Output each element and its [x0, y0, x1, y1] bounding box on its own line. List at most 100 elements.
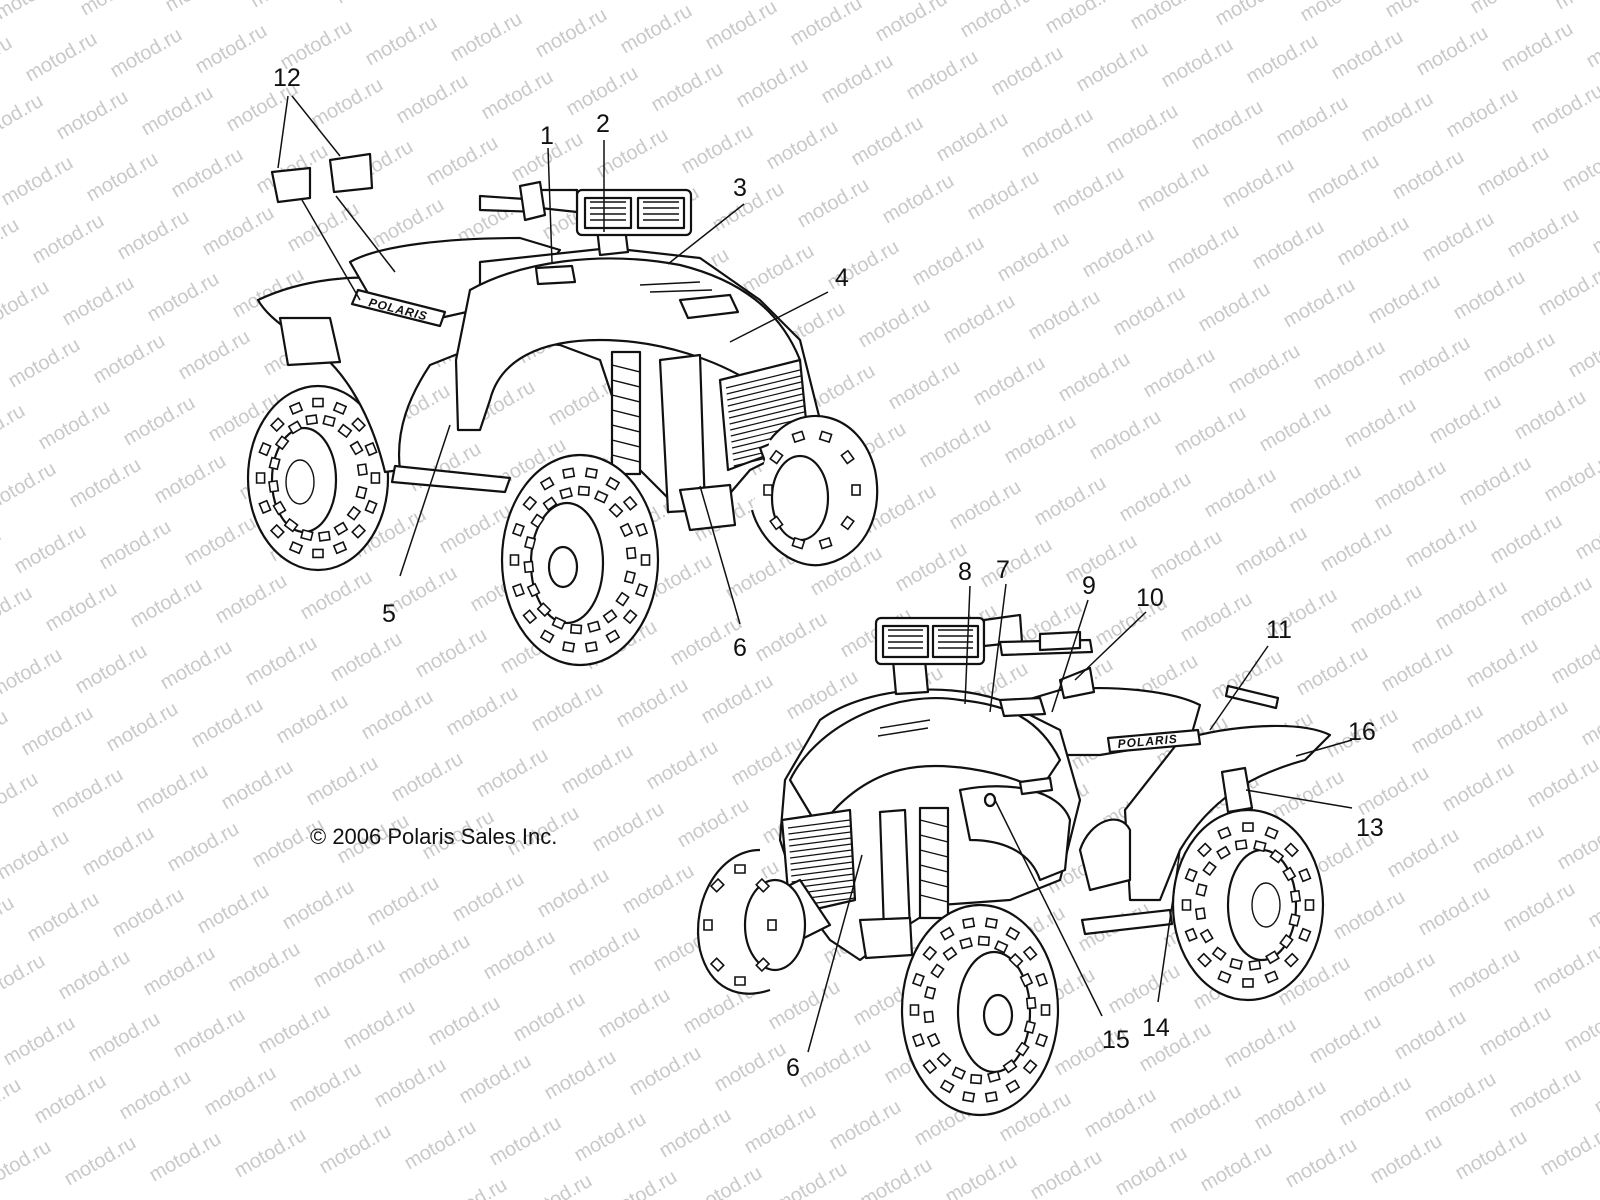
watermark-text: motod.ru — [308, 74, 387, 133]
watermark-text: motod.ru — [885, 356, 964, 415]
watermark-text: motod.ru — [1334, 212, 1413, 271]
watermark-text: motod.ru — [316, 1120, 395, 1179]
watermark-text: motod.ru — [1413, 22, 1492, 81]
watermark-text: motod.ru — [284, 198, 363, 257]
watermark-text: motod.ru — [528, 678, 607, 737]
watermark-text: motod.ru — [1081, 1084, 1160, 1143]
svg-text:POLARIS: POLARIS — [1117, 732, 1178, 751]
watermark-text: motod.ru — [59, 272, 138, 331]
watermark-text: motod.ru — [1134, 158, 1213, 217]
watermark-text: motod.ru — [0, 276, 53, 335]
watermark-text: motod.ru — [763, 116, 842, 175]
watermark-text: motod.ru — [752, 608, 831, 667]
watermark-text: motod.ru — [1147, 526, 1226, 585]
watermark-text: motod.ru — [181, 512, 260, 571]
watermark-text: motod.ru — [602, 1166, 681, 1200]
front-right-wheel-top — [750, 415, 879, 567]
watermark-text: motod.ru — [1506, 1064, 1585, 1123]
watermark-text: motod.ru — [473, 744, 552, 803]
watermark-text: motod.ru — [711, 1038, 790, 1097]
watermark-text: motod.ru — [1452, 1126, 1531, 1185]
watermark-text: motod.ru — [0, 152, 77, 211]
watermark-text: motod.ru — [151, 450, 230, 509]
watermark-text: motod.ru — [1474, 142, 1553, 201]
watermark-text: motod.ru — [164, 818, 243, 877]
watermark-text: motod.ru — [364, 872, 443, 931]
watermark-text: motod.ru — [61, 1132, 140, 1191]
watermark-text: motod.ru — [517, 1170, 596, 1200]
watermark-text: motod.ru — [626, 1042, 705, 1101]
headlight-pod-top — [478, 180, 693, 257]
watermark-text: motod.ru — [541, 1046, 620, 1105]
watermark-text: motod.ru — [1378, 638, 1457, 697]
watermark-text: motod.ru — [480, 926, 559, 985]
watermark-text: motod.ru — [1256, 398, 1335, 457]
watermark-text: motod.ru — [1079, 224, 1158, 283]
watermark-text: motod.ru — [447, 8, 526, 67]
watermark-text: motod.ru — [1402, 514, 1481, 573]
watermark-text: motod.ru — [478, 66, 557, 125]
watermark-text: motod.ru — [157, 636, 236, 695]
watermark-text: motod.ru — [1341, 394, 1420, 453]
watermark-text: motod.ru — [138, 82, 217, 141]
watermark-text: motod.ru — [449, 868, 528, 927]
watermark-text: motod.ru — [0, 32, 16, 91]
front-left-wheel-top — [500, 453, 660, 667]
watermark-text: motod.ru — [0, 1012, 79, 1071]
watermark-text: motod.ru — [656, 1104, 735, 1163]
watermark-text: motod.ru — [942, 1150, 1021, 1200]
callout-13: 13 — [1356, 814, 1384, 842]
watermark-text: motod.ru — [107, 24, 186, 83]
watermark-text: motod.ru — [1103, 100, 1182, 159]
watermark-text: motod.ru — [327, 628, 406, 687]
watermark-text: motod.ru — [0, 400, 29, 459]
watermark-text: motod.ru — [1504, 204, 1583, 263]
watermark-text: motod.ru — [1105, 960, 1184, 1019]
watermark-text: motod.ru — [188, 694, 267, 753]
watermark-text: motod.ru — [22, 28, 101, 87]
watermark-text: motod.ru — [1177, 588, 1256, 647]
watermark-text: motod.ru — [170, 1004, 249, 1063]
watermark-text: motod.ru — [0, 644, 66, 703]
watermark-text: motod.ru — [1450, 266, 1529, 325]
watermark-text: motod.ru — [872, 0, 951, 46]
watermark-text: motod.ru — [29, 210, 108, 269]
watermark-text: motod.ru — [1559, 138, 1600, 197]
watermark-text: motod.ru — [1212, 0, 1291, 30]
watermark-text: motod.ru — [1062, 530, 1141, 589]
watermark-text: motod.ru — [648, 58, 727, 117]
watermark-text: motod.ru — [818, 50, 897, 109]
watermark-text: motod.ru — [794, 174, 873, 233]
watermark-text: motod.ru — [1395, 332, 1474, 391]
watermark-text: motod.ru — [1528, 80, 1600, 139]
watermark-text: motod.ru — [1018, 104, 1097, 163]
watermark-text: motod.ru — [0, 892, 18, 951]
watermark-text: motod.ru — [85, 1008, 164, 1067]
watermark-text: motod.ru — [199, 202, 278, 261]
watermark-text: motod.ru — [739, 240, 818, 299]
watermark-text: motod.ru — [1201, 464, 1280, 523]
watermark-text: motod.ru — [168, 144, 247, 203]
watermark-text: motod.ru — [194, 880, 273, 939]
watermark-text: motod.ru — [77, 0, 156, 20]
watermark-text: motod.ru — [826, 1096, 905, 1155]
watermark-text: motod.ru — [933, 108, 1012, 167]
callout-6-bottom: 6 — [786, 1054, 800, 1082]
watermark-text: motod.ru — [1086, 406, 1165, 465]
watermark-text: motod.ru — [48, 764, 127, 823]
watermark-text: motod.ru — [116, 1066, 195, 1125]
watermark-text: motod.ru — [1116, 468, 1195, 527]
watermark-text: motod.ru — [1171, 402, 1250, 461]
watermark-text: motod.ru — [1293, 642, 1372, 701]
watermark-text: motod.ru — [0, 458, 60, 517]
watermark-text: motod.ru — [218, 756, 297, 815]
watermark-text: motod.ru — [1317, 518, 1396, 577]
watermark-text: motod.ru — [1112, 1142, 1191, 1200]
callouts: 12 1 2 3 4 5 6 8 7 9 10 11 16 13 15 14 6 — [273, 64, 1384, 1082]
front-right-wheel-bottom — [900, 903, 1060, 1117]
watermark-text: motod.ru — [109, 884, 188, 943]
decal-12-left — [270, 166, 312, 204]
watermark-text: motod.ru — [0, 214, 23, 273]
watermark-text: motod.ru — [0, 950, 49, 1009]
watermark-text: motod.ru — [765, 976, 844, 1035]
